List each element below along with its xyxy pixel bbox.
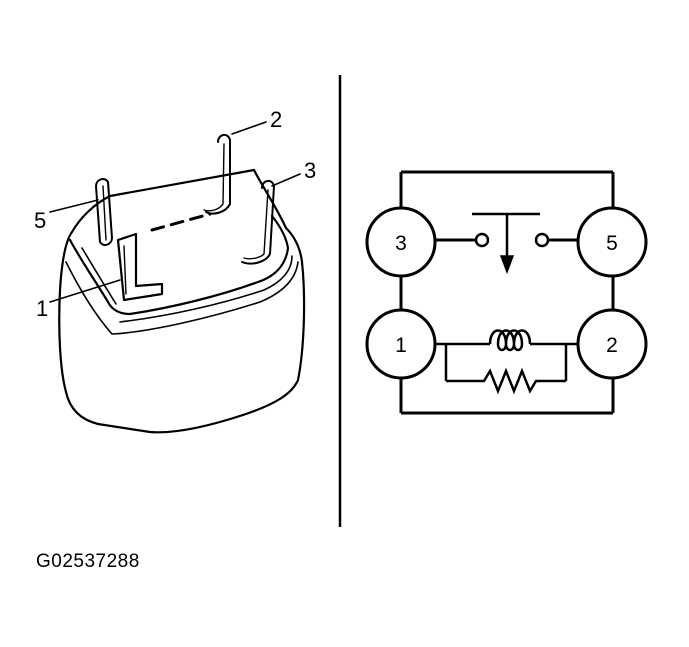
pin-5-label: 5 (34, 208, 46, 233)
leader-pin-3 (271, 173, 301, 187)
pin-3-label: 3 (304, 158, 316, 183)
pin-3-inner (243, 189, 269, 260)
switch-contact-left (474, 232, 490, 248)
coil-icon (488, 329, 532, 352)
pin-5-blade (95, 178, 113, 246)
pin-dash-line (150, 212, 212, 232)
pin-3-blade (241, 180, 275, 265)
switch-contact-right (534, 232, 550, 248)
pin-5-inner (102, 185, 107, 241)
leader-pin-5 (49, 199, 99, 213)
resistor-icon (446, 367, 566, 395)
pin-2-label: 2 (270, 107, 282, 132)
terminal-3-label: 3 (395, 232, 407, 255)
relay-shoulder (65, 261, 299, 335)
leader-pin-1 (49, 279, 121, 303)
terminal-2-label: 2 (606, 334, 618, 357)
terminal-2: 2 (576, 308, 648, 380)
relay-rim-inner (81, 247, 293, 323)
terminal-1-label: 1 (395, 334, 407, 357)
pin-2-inner (203, 143, 225, 212)
relay-illustration (49, 121, 306, 434)
pin-1-blade (116, 232, 164, 302)
terminal-5-label: 5 (606, 232, 618, 255)
leader-pin-2 (231, 121, 267, 135)
terminal-5: 5 (576, 206, 648, 278)
switch-arrow (499, 255, 515, 275)
figure-code: G02537288 (36, 551, 140, 572)
relay-top-rim (68, 214, 290, 316)
terminal-3: 3 (365, 206, 437, 278)
relay-housing (58, 168, 306, 434)
pin-1-label: 1 (36, 296, 48, 321)
pin-2-blade (205, 134, 231, 215)
pin-1-inner (123, 245, 127, 295)
relay-schematic (399, 170, 615, 415)
terminal-1: 1 (365, 308, 437, 380)
